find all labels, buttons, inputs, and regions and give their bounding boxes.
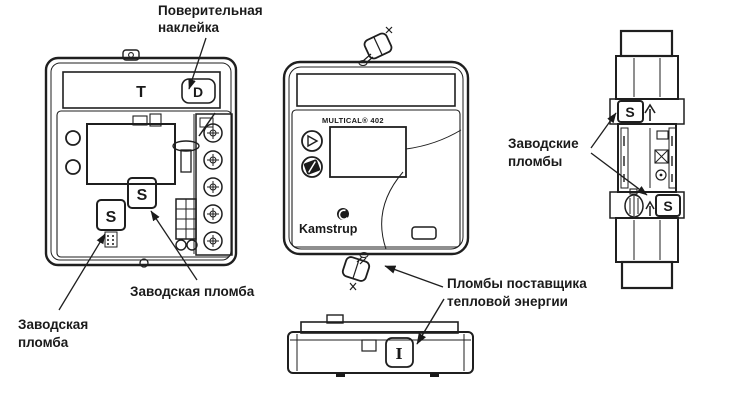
cover-design-arcs [381,129,462,250]
factory-seals-arrow-bottom [590,152,648,196]
svg-text:пломбы: пломбы [508,154,562,169]
face-panel [291,109,461,248]
open-calculator: T D [44,49,238,268]
supplier-seal-arrow-front [384,265,444,288]
verification-sticker-arrow [188,37,207,90]
secondary-button [301,156,323,178]
top-hex-nut [615,55,679,100]
supplier-seal-badge: I [385,337,414,368]
top-fitting [619,29,674,58]
kamstrup-logo: Kamstrup [299,208,358,236]
svg-text:тепловой энергии: тепловой энергии [447,294,568,309]
verification-sticker-label: Поверительная [158,3,263,18]
factory-seal-badge-outer: S [96,199,126,248]
factory-seals-arrow-top [590,112,617,149]
svg-text:D: D [193,84,203,100]
play-icon [307,134,319,148]
label-strip [296,73,456,107]
factory-seal-right-arrow [150,210,198,281]
callouts: Поверительная наклейка Заводская пломба … [18,3,648,350]
mechanism-parts [132,112,216,173]
display-window [86,123,176,185]
seal-badge-bottom: S [663,198,672,214]
lower-seal-band: S [609,188,685,219]
brand-text: Kamstrup [299,222,358,236]
verification-sticker-badge: D [181,78,216,104]
svg-text:S: S [137,187,148,204]
upper-seal-band: S [609,98,685,125]
supplier-seals-label: Пломбы поставщика [447,276,587,291]
bottom-wire-seal [341,251,371,291]
meter-side-body [287,331,474,374]
factory-seal-badge-inner: S [127,177,157,209]
svg-text:S: S [106,209,117,226]
terminal-screw [203,123,223,143]
inner-cavity [56,110,232,258]
factory-seal-left-arrow [58,233,106,311]
factory-seal-left-label: Заводская [18,317,88,332]
bottom-fitting [620,260,674,290]
terminal-screw [203,150,223,170]
svg-text:наклейка: наклейка [158,20,220,35]
cover-clip [361,339,377,352]
connector-strip [175,198,198,251]
supplier-seal-arrow-bottom [416,298,445,345]
terminal-screw [203,231,223,251]
svg-text:пломба: пломба [18,335,69,350]
valve-symbol [654,149,669,164]
pcb-posts [65,130,81,175]
meter-housing [282,60,470,256]
terminal-screw [203,177,223,197]
sensor-body [617,123,677,193]
ir-port [411,226,437,240]
page-flip-icon [303,159,321,175]
bottom-hex-nut [615,217,679,263]
bottom-screw [139,258,149,268]
svg-text:I: I [395,345,402,363]
flow-direction-arrow [644,103,656,121]
terminal-screw [203,204,223,224]
type-marking: T [136,84,146,101]
factory-seal-right-label: Заводская пломба [130,284,255,299]
label-strip [62,71,221,109]
model-text: MULTICAL® 402 [322,116,384,125]
flow-direction-arrow [645,200,655,216]
terminal-block [193,113,233,256]
lcd-display [329,126,407,178]
wire-seal [624,188,644,218]
seal-badge-top: S [625,104,634,120]
top-wire-seal [358,26,393,67]
factory-seals-label: Заводские [508,136,579,151]
bottom-view: I [287,314,474,377]
front-calculator: MULTICAL® 402 Kamstrup [282,26,470,291]
top-hanger-tab [122,49,140,61]
primary-button [301,130,323,152]
flow-sensor: S [609,29,685,290]
